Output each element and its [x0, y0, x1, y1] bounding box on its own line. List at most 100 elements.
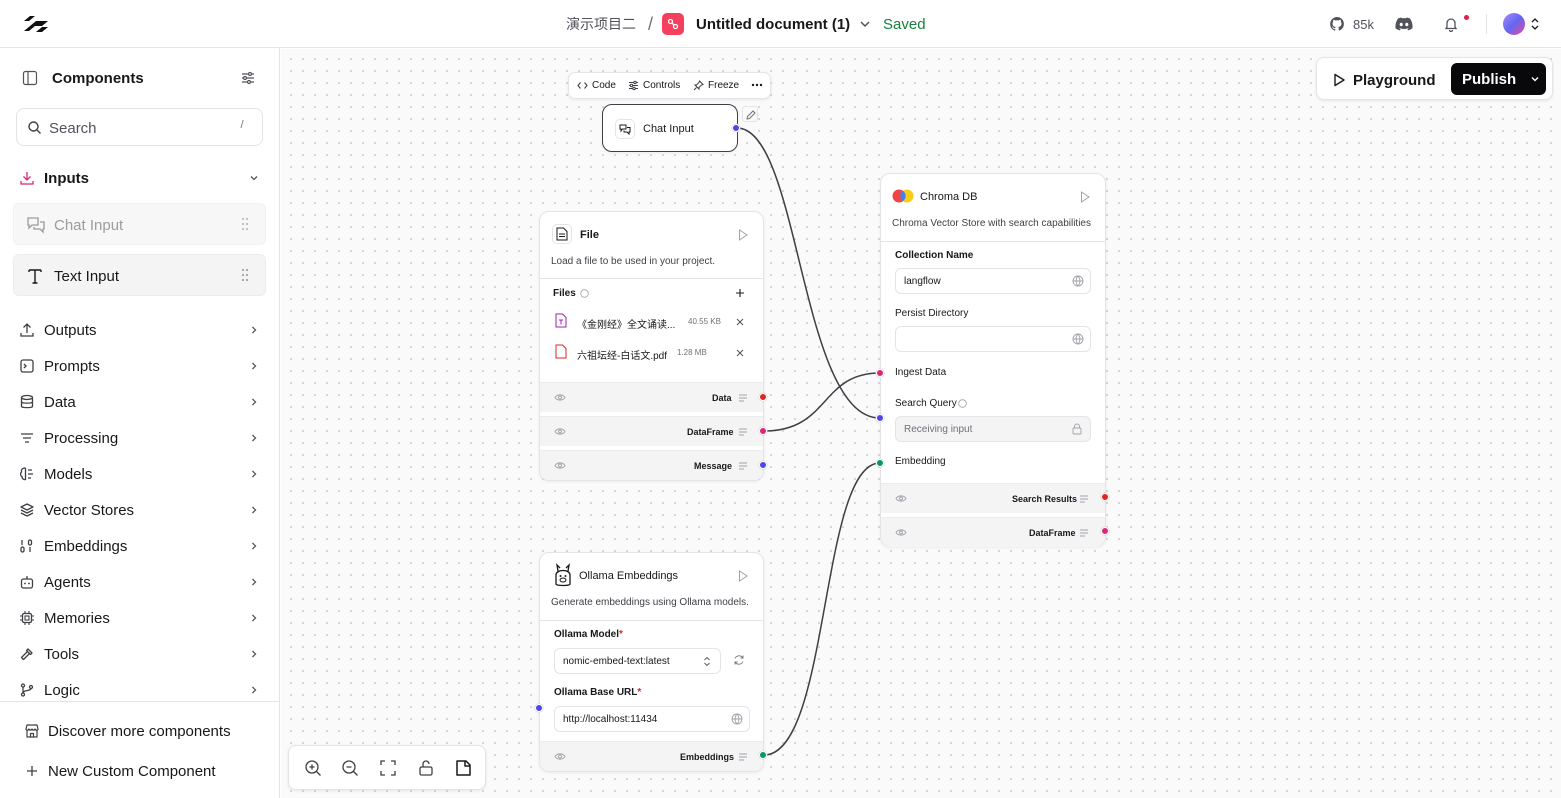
more-options-icon[interactable] — [751, 83, 763, 87]
component-chat-input[interactable]: Chat Input — [13, 203, 266, 245]
handle-search-results[interactable] — [1101, 493, 1109, 501]
category-agents[interactable]: Agents — [0, 570, 280, 596]
play-icon[interactable] — [738, 570, 748, 582]
node-ollama-embeddings[interactable]: Ollama Embeddings Generate embeddings us… — [539, 552, 764, 772]
bell-icon[interactable] — [1443, 0, 1459, 48]
code-button[interactable]: Code — [577, 80, 616, 91]
github-stars-count: 85k — [1353, 16, 1374, 32]
discord-icon[interactable] — [1395, 0, 1413, 48]
category-label: Embeddings — [44, 538, 128, 555]
langflow-logo-icon[interactable] — [22, 12, 50, 36]
zoom-out-icon[interactable] — [341, 759, 359, 777]
ollama-model-label: Ollama Model — [554, 629, 620, 640]
category-label: Agents — [44, 574, 91, 591]
sidebar-toggle-icon[interactable] — [22, 70, 38, 86]
handle-file-dataframe[interactable] — [759, 427, 767, 435]
handle-ollama-embeddings[interactable] — [759, 751, 767, 759]
ollama-base-url-input[interactable]: http://localhost:11434 — [554, 706, 750, 732]
handle-chroma-dataframe[interactable] — [1101, 527, 1109, 535]
handle-ingest-data[interactable] — [876, 369, 884, 377]
handle-ollama-url-input[interactable] — [535, 704, 543, 712]
category-inputs[interactable]: Inputs — [0, 166, 280, 192]
filter-settings-icon[interactable] — [240, 70, 256, 86]
required-asterisk: * — [619, 629, 623, 640]
category-outputs[interactable]: Outputs — [0, 318, 280, 344]
collection-name-input[interactable]: langflow — [895, 268, 1091, 294]
category-memories[interactable]: Memories — [0, 606, 280, 632]
playground-button[interactable]: Playground — [1333, 66, 1436, 94]
chevron-down-icon[interactable] — [858, 0, 872, 48]
output-menu-icon[interactable] — [1079, 495, 1089, 503]
eye-icon[interactable] — [554, 393, 566, 402]
divider — [881, 241, 1105, 242]
chevron-updown-icon[interactable] — [1530, 0, 1540, 48]
handle-chat-output[interactable] — [732, 124, 740, 132]
globe-icon[interactable] — [1072, 333, 1084, 345]
output-menu-icon[interactable] — [1079, 529, 1089, 537]
category-processing[interactable]: Processing — [0, 426, 280, 452]
plus-icon — [27, 766, 37, 776]
drag-handle-icon[interactable] — [240, 217, 250, 231]
new-custom-component-button[interactable]: New Custom Component — [0, 760, 280, 784]
eye-icon[interactable] — [895, 494, 907, 503]
eye-icon[interactable] — [895, 528, 907, 537]
unlock-icon[interactable] — [417, 759, 435, 777]
notification-dot — [1464, 15, 1469, 20]
category-data[interactable]: Data — [0, 390, 280, 416]
ollama-model-select[interactable]: nomic-embed-text:latest — [554, 648, 721, 674]
node-file[interactable]: File Load a file to be used in your proj… — [539, 211, 764, 481]
text-type-icon — [28, 269, 42, 284]
category-embeddings[interactable]: Embeddings — [0, 534, 280, 560]
category-tools[interactable]: Tools — [0, 642, 280, 668]
freeze-button[interactable]: Freeze — [693, 80, 739, 91]
category-vector-stores[interactable]: Vector Stores — [0, 498, 280, 524]
fit-view-icon[interactable] — [379, 759, 397, 777]
output-menu-icon[interactable] — [738, 753, 748, 761]
handle-file-message[interactable] — [759, 461, 767, 469]
top-header: 演示项目二 / Untitled document (1) Saved 85k — [0, 0, 1561, 48]
category-label: Models — [44, 466, 93, 483]
output-menu-icon[interactable] — [738, 394, 748, 402]
category-models[interactable]: Models — [0, 462, 280, 488]
sliders-icon — [629, 80, 638, 91]
globe-icon[interactable] — [731, 713, 743, 725]
play-icon[interactable] — [738, 229, 748, 241]
handle-search-query[interactable] — [876, 414, 884, 422]
zoom-in-icon[interactable] — [304, 759, 322, 777]
refresh-icon[interactable] — [733, 654, 745, 666]
eye-icon[interactable] — [554, 461, 566, 470]
discover-components-link[interactable]: Discover more components — [0, 720, 280, 744]
footer-label: New Custom Component — [48, 763, 216, 780]
file-size: 1.28 MB — [677, 348, 707, 357]
play-icon[interactable] — [1080, 191, 1090, 203]
github-stars-link[interactable]: 85k — [1329, 0, 1374, 48]
user-avatar[interactable] — [1503, 13, 1525, 35]
edit-pencil-icon[interactable] — [742, 106, 758, 122]
node-chroma-db[interactable]: Chroma DB Chroma Vector Store with searc… — [880, 173, 1106, 547]
node-chat-input[interactable]: Chat Input — [602, 104, 738, 152]
eye-icon[interactable] — [554, 427, 566, 436]
remove-file-x-icon[interactable] — [736, 349, 744, 357]
category-prompts[interactable]: Prompts — [0, 354, 280, 380]
breadcrumb-project[interactable]: 演示项目二 — [566, 16, 636, 32]
files-label: Files — [553, 288, 576, 299]
document-title[interactable]: Untitled document (1) — [696, 15, 851, 33]
handle-file-data[interactable] — [759, 393, 767, 401]
drag-handle-icon[interactable] — [240, 268, 250, 282]
output-menu-icon[interactable] — [738, 428, 748, 436]
output-menu-icon[interactable] — [738, 462, 748, 470]
controls-button[interactable]: Controls — [628, 80, 680, 91]
search-input[interactable]: Search / — [16, 108, 263, 146]
globe-icon[interactable] — [1072, 275, 1084, 287]
publish-button[interactable]: Publish — [1451, 63, 1546, 95]
eye-icon[interactable] — [554, 752, 566, 761]
node-description: Load a file to be used in your project. — [551, 256, 715, 267]
add-file-plus-icon[interactable] — [735, 288, 745, 298]
category-logic[interactable]: Logic — [0, 678, 280, 704]
chevron-right-icon — [252, 398, 257, 406]
persist-directory-input[interactable] — [895, 326, 1091, 352]
remove-file-x-icon[interactable] — [736, 318, 744, 326]
component-text-input[interactable]: Text Input — [13, 254, 266, 296]
handle-embedding[interactable] — [876, 459, 884, 467]
sticky-note-icon[interactable] — [454, 759, 472, 777]
